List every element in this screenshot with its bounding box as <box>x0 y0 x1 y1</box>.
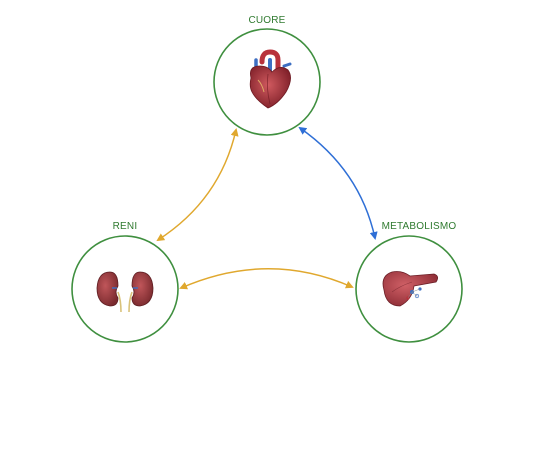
arrow-reni-cuore <box>156 128 239 242</box>
arrow-reni-metabolismo <box>179 268 354 290</box>
pancreas-icon <box>382 271 438 307</box>
node-cuore[interactable]: CUORE <box>213 15 321 136</box>
node-circle-reni <box>71 235 179 343</box>
kidneys-icon <box>96 271 154 313</box>
node-metabolismo[interactable]: METABOLISMO <box>355 221 463 343</box>
arrow-cuore-metabolismo <box>298 126 378 240</box>
node-label-reni: RENI <box>113 221 138 232</box>
node-reni[interactable]: RENI <box>71 221 179 343</box>
heart-icon <box>249 49 292 109</box>
node-label-cuore: CUORE <box>248 15 285 26</box>
node-label-metabolismo: METABOLISMO <box>382 221 457 232</box>
